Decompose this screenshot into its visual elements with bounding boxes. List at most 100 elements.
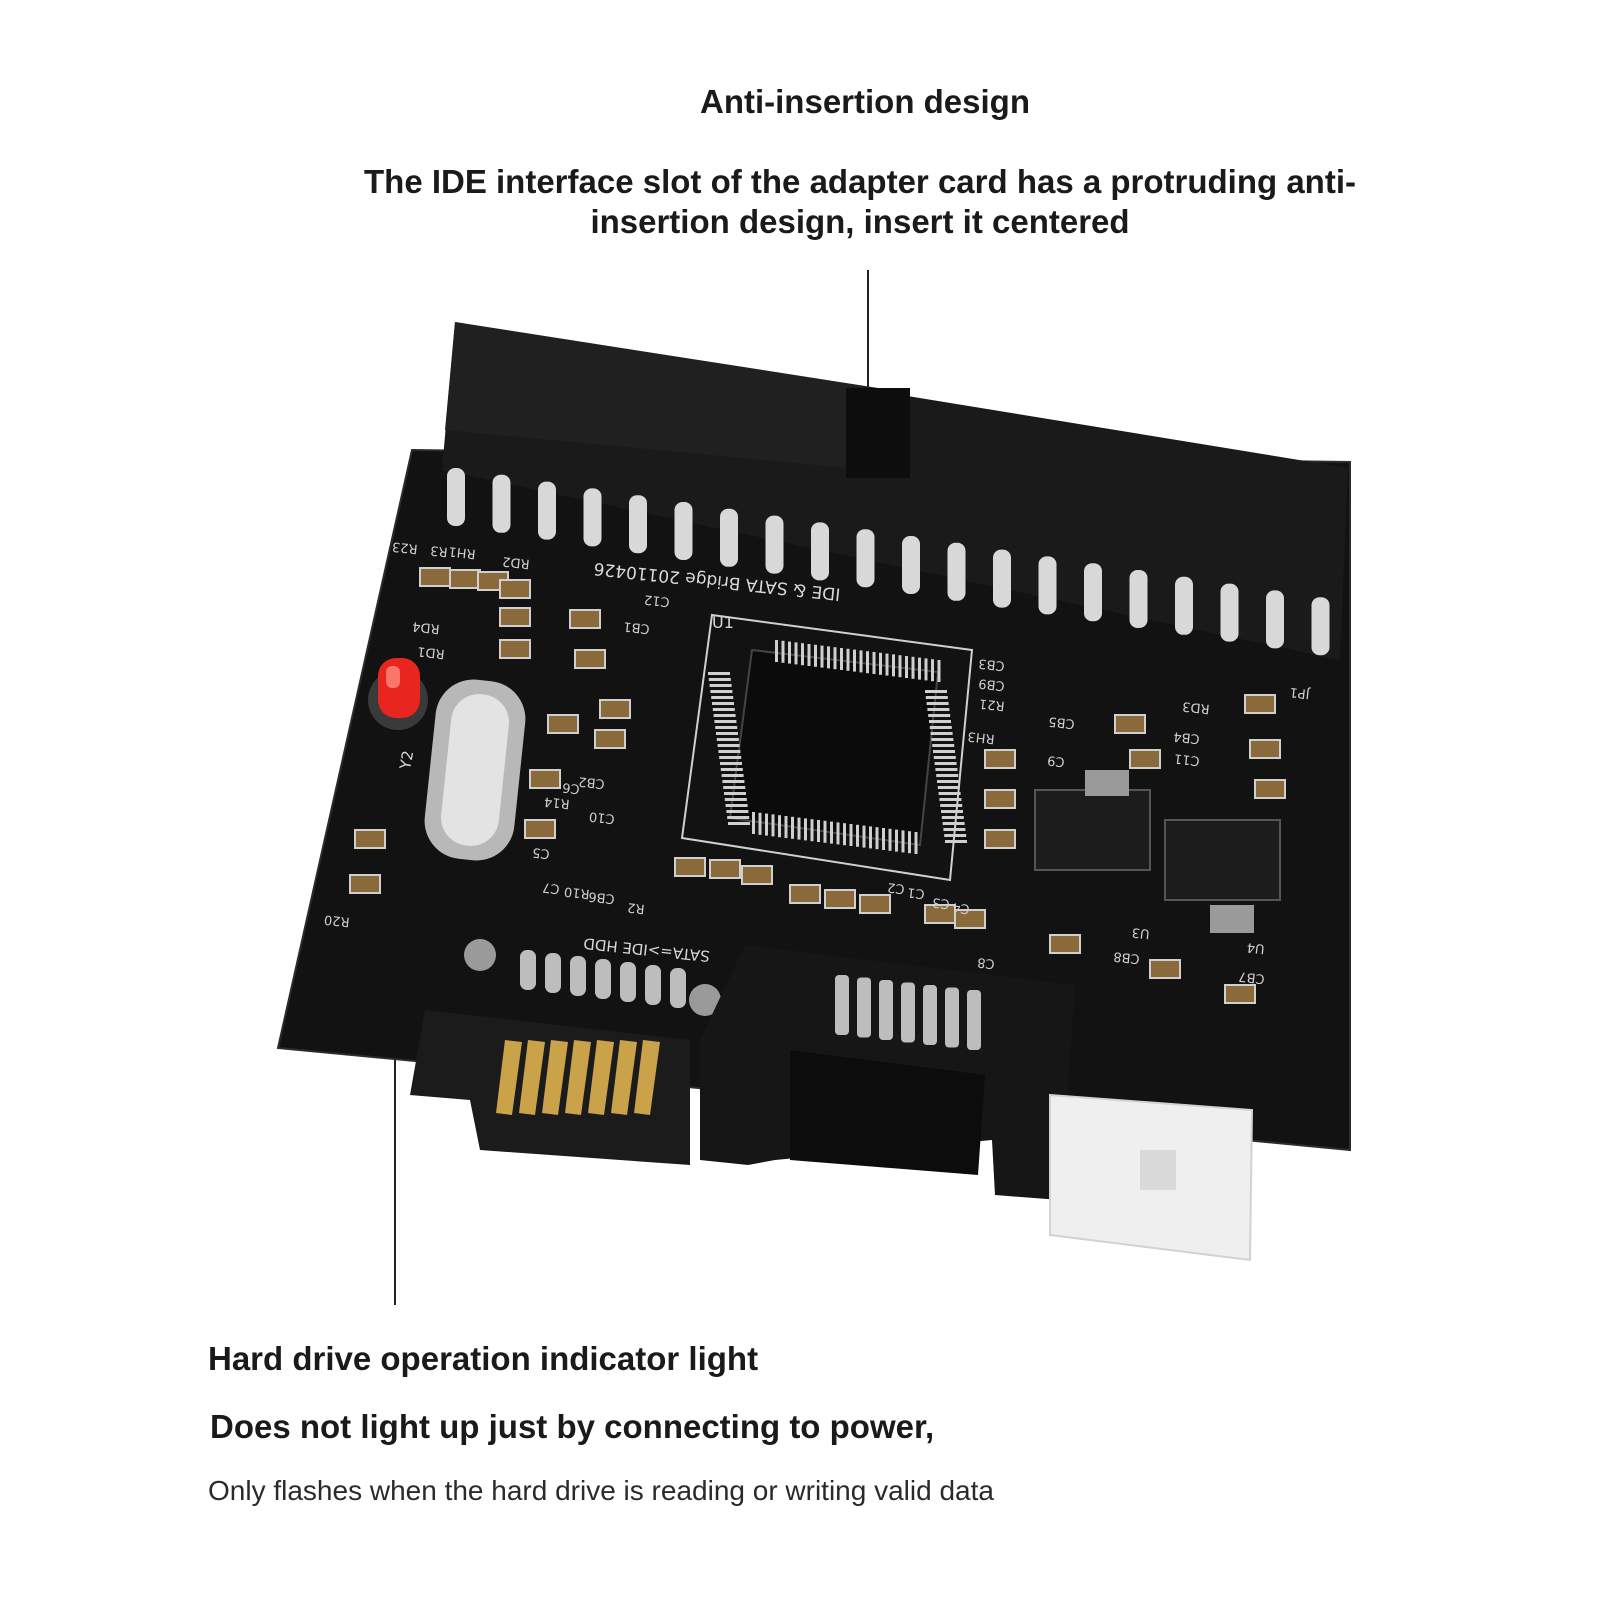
- silkscreen-label: R10: [563, 883, 590, 901]
- header-pin: [447, 468, 465, 526]
- silkscreen-label: CB6: [588, 888, 616, 906]
- sata-gold-finger: [634, 1040, 660, 1115]
- smd-part: [789, 884, 821, 904]
- silkscreen-label: RD4: [412, 618, 441, 636]
- sata-gold-finger: [565, 1040, 591, 1115]
- silkscreen-label: RH3: [967, 728, 996, 746]
- sata-power-pin: [901, 982, 915, 1043]
- sata-gold-finger: [542, 1040, 568, 1115]
- smd-components: [349, 567, 1286, 1004]
- silkscreen-label: C8: [977, 954, 996, 971]
- smd-part: [859, 894, 891, 914]
- silkscreen-chip-label: U1: [712, 613, 734, 632]
- jumper-pin: [520, 950, 536, 990]
- silkscreen-crystal-label: Y2: [396, 749, 417, 772]
- header-pin: [1266, 590, 1284, 649]
- header-pin: [765, 515, 784, 574]
- silkscreen-label: C12: [643, 591, 670, 609]
- smd-part: [824, 889, 856, 909]
- silkscreen-label: CB7: [1238, 968, 1266, 986]
- smd-part: [529, 769, 561, 789]
- led-description-1: Does not light up just by connecting to …: [210, 1408, 935, 1445]
- jumper-pin: [645, 965, 661, 1005]
- smd-part: [984, 749, 1016, 769]
- sata-data-connector: [410, 1010, 690, 1165]
- silkscreen-label: CB5: [1048, 713, 1076, 731]
- ide-header-pins: [447, 468, 1330, 656]
- silkscreen-label: CB4: [1173, 728, 1201, 746]
- sata-power-pin: [879, 980, 893, 1040]
- silkscreen-label: JP1: [1289, 684, 1311, 701]
- header-pin: [1311, 597, 1330, 656]
- header-pin: [1129, 570, 1148, 628]
- smd-part: [1244, 694, 1276, 714]
- crystal-y2: [424, 679, 526, 861]
- sata-power-pin: [967, 990, 981, 1050]
- hdd-led-indicator: [368, 658, 428, 730]
- silkscreen-label: R20: [323, 911, 350, 929]
- header-pin: [720, 508, 738, 567]
- jumper-pins: [464, 939, 721, 1016]
- header-pin: [1175, 576, 1193, 635]
- led-description-2: Only flashes when the hard drive is read…: [208, 1475, 994, 1506]
- smd-part: [1129, 749, 1161, 769]
- silkscreen-label: CB8: [1113, 948, 1141, 966]
- silkscreen-label: RD2: [502, 553, 531, 571]
- silkscreen-label: C9: [1047, 752, 1066, 769]
- silkscreen-label: C3: [932, 894, 951, 911]
- smd-part: [1049, 934, 1081, 954]
- header-pin: [1084, 563, 1102, 622]
- smd-part: [594, 729, 626, 749]
- silkscreen-label: RD1: [417, 643, 446, 661]
- silkscreen-label: R14: [543, 793, 570, 811]
- sata-gold-finger: [496, 1040, 522, 1115]
- silkscreen-label: CB9: [978, 675, 1006, 693]
- smd-part: [449, 569, 481, 589]
- sata-power-pin: [835, 975, 849, 1035]
- smd-part: [524, 819, 556, 839]
- regulator-u3: [1034, 789, 1151, 871]
- smd-part: [547, 714, 579, 734]
- header-pin: [674, 502, 693, 560]
- sata-power-pin: [945, 987, 959, 1048]
- sata-power-connector: [700, 945, 1075, 1200]
- header-pin: [492, 474, 511, 533]
- smd-part: [499, 579, 531, 599]
- header-pin: [811, 522, 829, 581]
- anti-insertion-key: [846, 388, 910, 478]
- bridge-chip-u1: [680, 613, 974, 882]
- silkscreen-label: C10: [588, 808, 615, 826]
- smd-part: [574, 649, 606, 669]
- smd-part: [1224, 984, 1256, 1004]
- silkscreen-label: U4: [1246, 939, 1265, 956]
- silkscreen-label: R21: [978, 695, 1005, 713]
- header-pin: [583, 488, 602, 547]
- jumper-pin: [595, 959, 611, 999]
- jumper-pin: [545, 953, 561, 993]
- header-pin: [1038, 556, 1057, 615]
- smd-part: [1254, 779, 1286, 799]
- header-pin: [947, 542, 966, 601]
- smd-part: [1149, 959, 1181, 979]
- header-pin: [902, 536, 920, 594]
- header-pin: [538, 481, 556, 540]
- smd-part: [569, 609, 601, 629]
- silkscreen-label: RD3: [1182, 698, 1211, 716]
- silkscreen-label: C2: [887, 879, 906, 896]
- sata-gold-finger: [519, 1040, 545, 1115]
- smd-part: [954, 909, 986, 929]
- jumper-pin: [570, 956, 586, 996]
- sata-gold-finger: [588, 1040, 614, 1115]
- smd-part: [354, 829, 386, 849]
- sata-power-pin: [923, 985, 937, 1045]
- regulator-u4: [1164, 819, 1281, 901]
- led-title: Hard drive operation indicator light: [208, 1340, 759, 1377]
- header-pin: [993, 549, 1011, 608]
- smd-part: [599, 699, 631, 719]
- smd-part: [499, 639, 531, 659]
- smd-part: [984, 789, 1016, 809]
- jumper-pin: [620, 962, 636, 1002]
- smd-part: [419, 567, 451, 587]
- anti-insertion-title: Anti-insertion design: [700, 83, 1030, 120]
